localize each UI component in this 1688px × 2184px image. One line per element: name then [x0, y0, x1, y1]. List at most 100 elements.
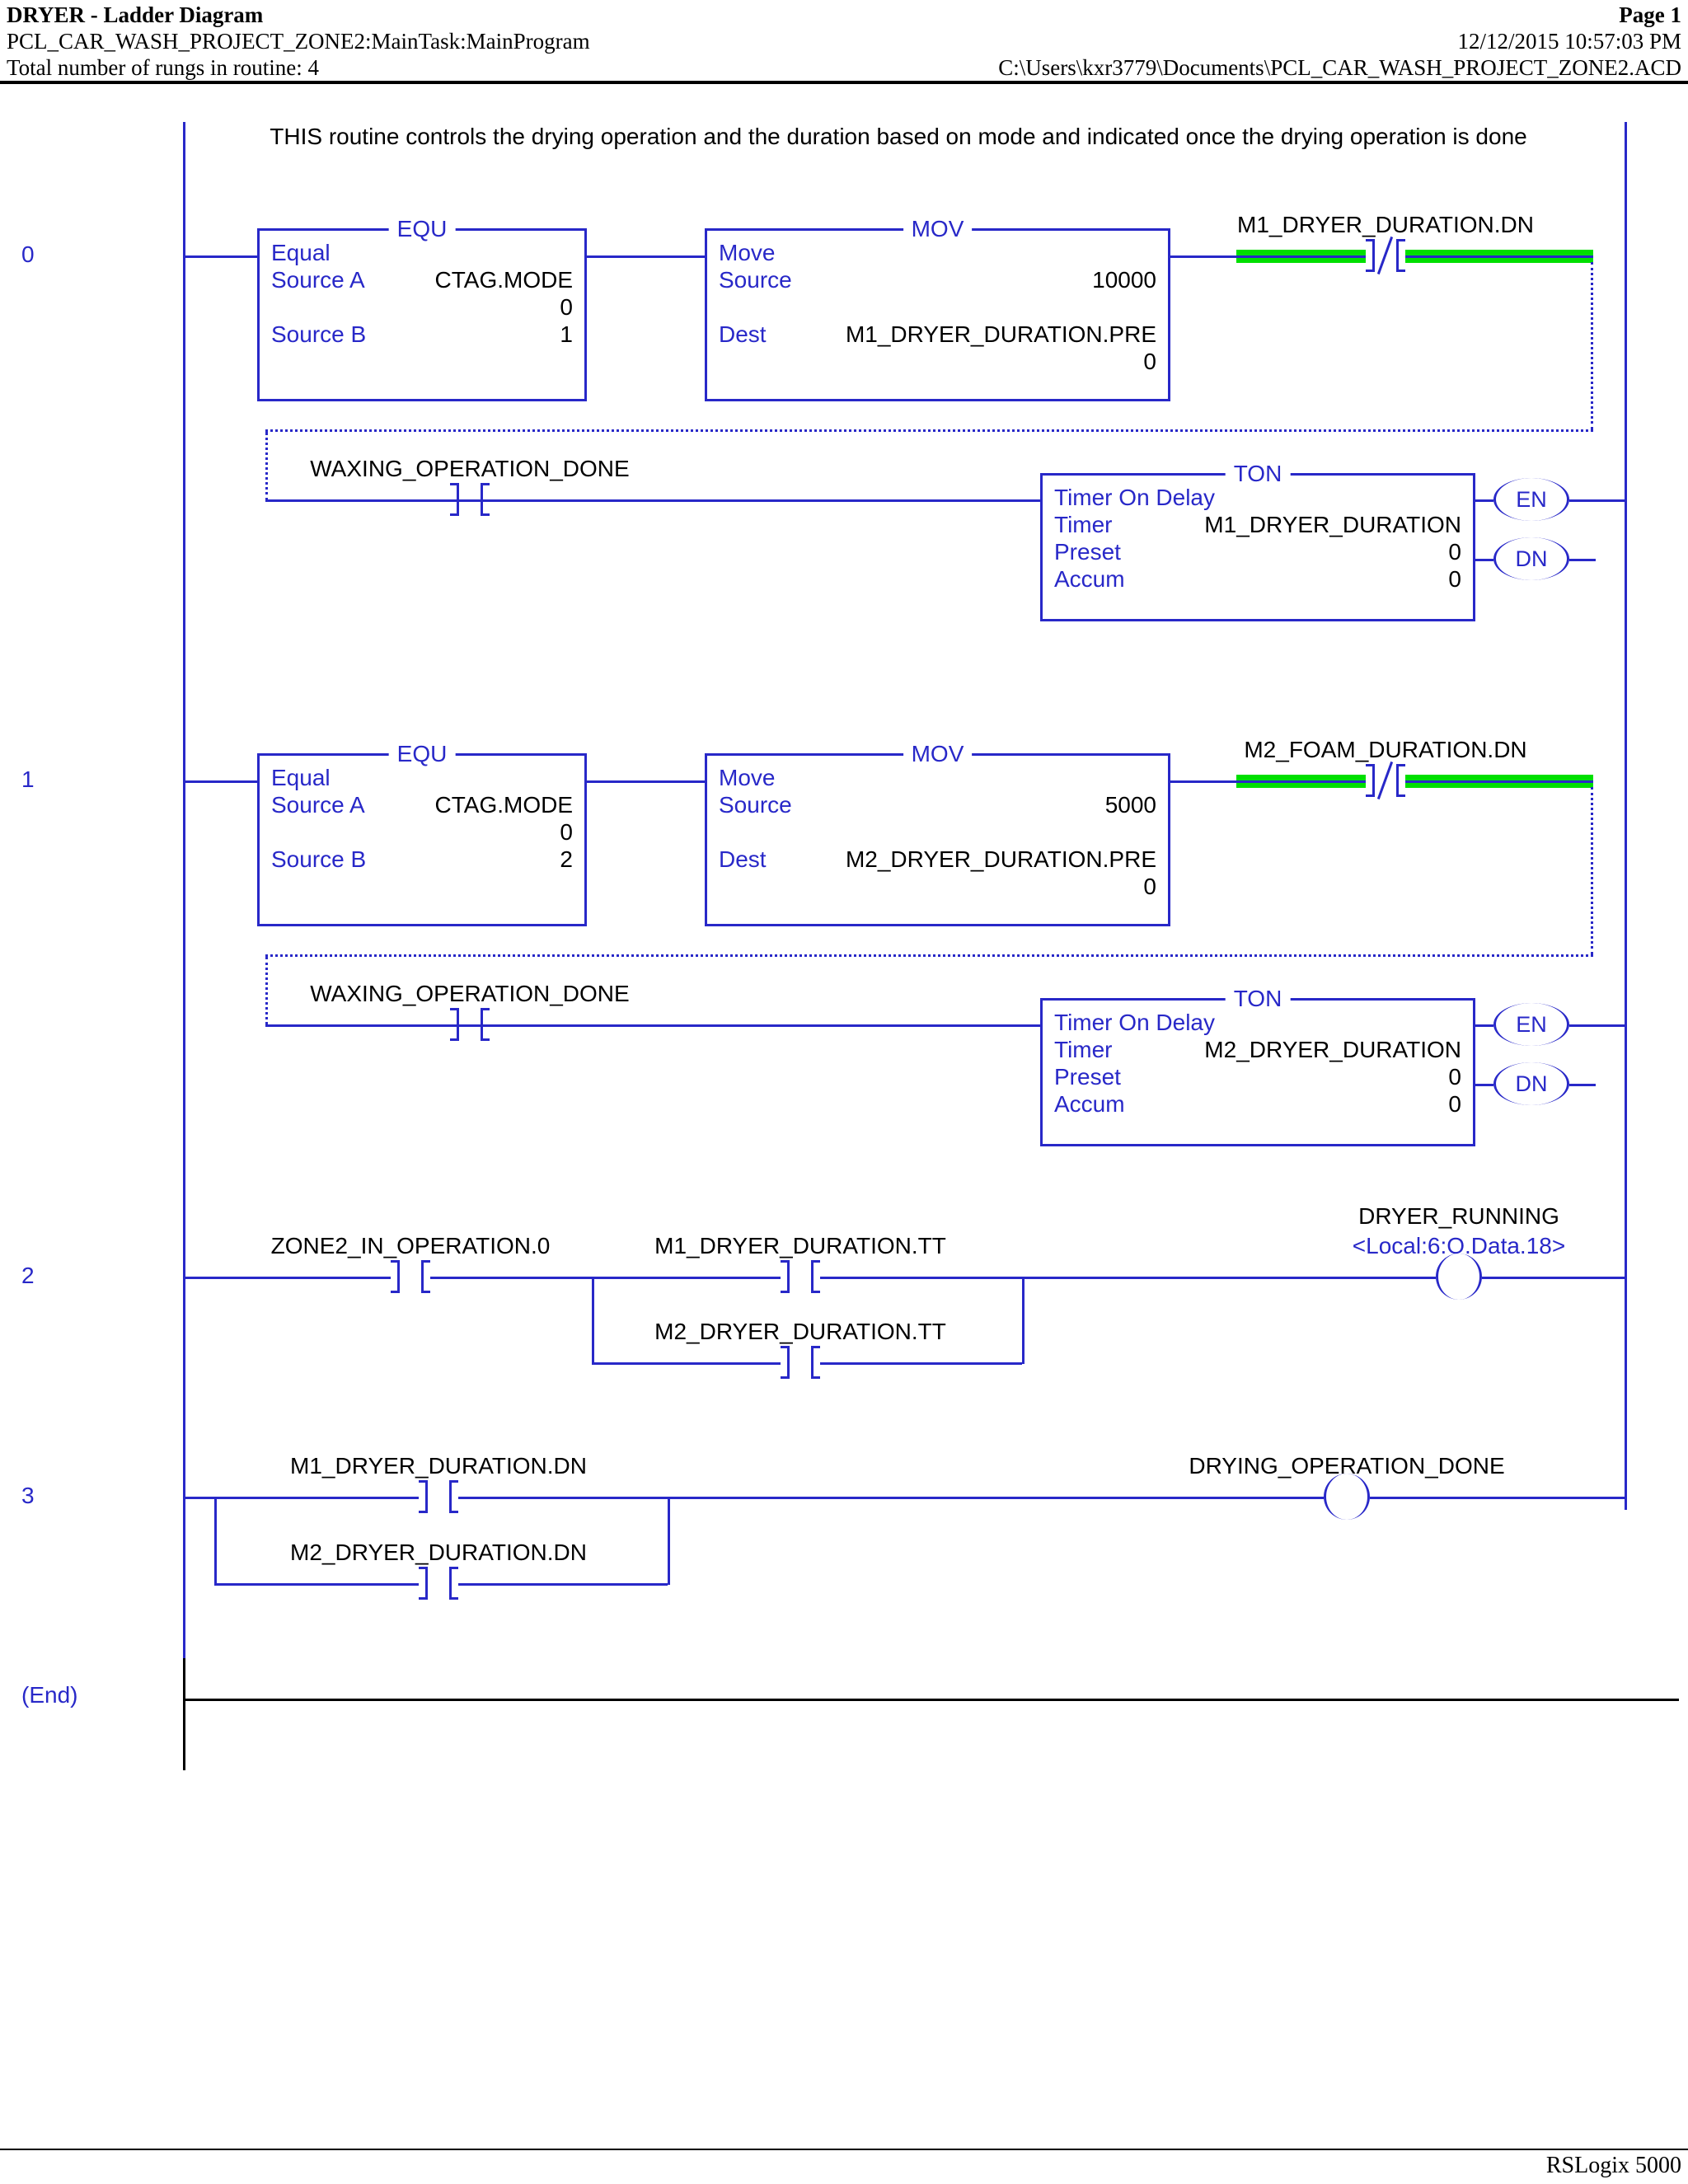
instruction-row: 0	[271, 818, 573, 846]
contact-leg-icon	[481, 1008, 490, 1041]
operand-label: Accum	[1054, 1091, 1125, 1117]
wire	[265, 499, 1040, 502]
contact-leg-icon	[481, 483, 490, 516]
operand-label: Preset	[1054, 539, 1121, 565]
branch-wire	[592, 1362, 781, 1365]
wire	[1405, 255, 1593, 258]
instruction-row: Move	[719, 764, 1156, 791]
contact-leg-icon	[781, 1260, 790, 1293]
wire	[1569, 1084, 1596, 1086]
operand-label: Dest	[719, 846, 767, 872]
operand-value: 0	[560, 294, 573, 320]
wrap-dotted-wire	[265, 429, 1593, 432]
operand-value: 0	[1143, 874, 1156, 899]
instruction-row: Equal	[271, 239, 573, 266]
wire	[458, 1497, 1324, 1499]
end-rung-wire	[183, 1699, 1679, 1701]
operand-label: Source	[719, 792, 792, 818]
wire	[1236, 780, 1366, 783]
contact-slash-icon	[1376, 236, 1394, 275]
page-number: Page 1	[1619, 2, 1681, 27]
header-row-1: DRYER - Ladder Diagram Page 1	[7, 2, 1681, 28]
operand-value: 2	[560, 846, 573, 872]
op-name: Move	[719, 240, 776, 265]
block-mnemonic: MOV	[903, 742, 973, 766]
operand-value: 1	[560, 321, 573, 347]
contact-leg-icon	[421, 1260, 430, 1293]
wrap-dotted-wire	[1591, 787, 1593, 954]
instruction-row: Accum 0	[1054, 1090, 1461, 1118]
program-path: PCL_CAR_WASH_PROJECT_ZONE2:MainTask:Main…	[7, 29, 590, 54]
operand-tag: M2_DRYER_DURATION	[1204, 1037, 1461, 1062]
file-path: C:\Users\kxr3779\Documents\PCL_CAR_WASH_…	[998, 55, 1681, 80]
instruction-row	[719, 818, 1156, 846]
instruction-row: 0	[719, 348, 1156, 375]
wrap-dotted-wire	[265, 954, 1593, 957]
op-name: Move	[719, 765, 776, 790]
tag-label: M2_DRYER_DURATION.DN	[290, 1540, 587, 1565]
wire	[265, 1024, 1040, 1027]
wire	[1475, 1024, 1493, 1027]
operand-label: Source A	[271, 267, 365, 293]
operand-label: Accum	[1054, 566, 1125, 592]
wire	[183, 1277, 391, 1279]
en-coil: EN	[1493, 478, 1569, 521]
operand-tag: M1_DRYER_DURATION.PRE	[845, 321, 1156, 347]
operand-value: 10000	[1092, 267, 1156, 293]
xic-contact	[450, 1008, 490, 1041]
wire	[587, 780, 705, 783]
operand-value: 0	[1448, 1091, 1461, 1117]
instruction-row	[719, 293, 1156, 321]
operand-label: Timer	[1054, 1037, 1113, 1062]
tag-label: M1_DRYER_DURATION.DN	[290, 1453, 587, 1479]
wrap-dotted-wire	[265, 957, 268, 1024]
left-power-rail	[183, 122, 185, 1658]
wire	[183, 1497, 419, 1499]
instruction-row: Timer M2_DRYER_DURATION	[1054, 1036, 1461, 1063]
header-rule	[0, 81, 1688, 84]
rung-number-0: 0	[21, 241, 35, 267]
report-title: DRYER - Ladder Diagram	[7, 2, 264, 27]
op-name: Timer On Delay	[1054, 1010, 1216, 1035]
rung-count: Total number of rungs in routine: 4	[7, 55, 320, 80]
op-name: Equal	[271, 240, 331, 265]
branch-wire	[214, 1497, 217, 1585]
tag-label: WAXING_OPERATION_DONE	[310, 456, 630, 481]
dn-coil: DN	[1493, 1062, 1569, 1105]
operand-label: Dest	[719, 321, 767, 347]
contact-leg-icon	[781, 1346, 790, 1379]
wire	[1569, 499, 1625, 502]
operand-tag: CTAG.MODE	[434, 267, 573, 293]
contact-leg-icon	[1396, 239, 1405, 272]
tag-label: M2_FOAM_DURATION.DN	[1244, 737, 1527, 762]
tag-label: M2_DRYER_DURATION.TT	[654, 1319, 946, 1344]
operand-label: Timer	[1054, 512, 1113, 537]
dn-coil: DN	[1493, 537, 1569, 580]
branch-wire	[820, 1362, 1022, 1365]
wire	[1475, 559, 1493, 561]
contact-leg-icon	[1366, 764, 1375, 797]
contact-leg-icon	[419, 1480, 428, 1513]
contact-leg-icon	[449, 1567, 458, 1600]
contact-leg-icon	[391, 1260, 400, 1293]
contact-leg-icon	[449, 1480, 458, 1513]
xic-contact	[391, 1260, 430, 1293]
contact-leg-icon	[450, 483, 459, 516]
block-mnemonic: EQU	[388, 742, 456, 766]
xic-contact	[419, 1480, 458, 1513]
instruction-row: Source A CTAG.MODE	[271, 266, 573, 293]
instruction-row: 0	[271, 293, 573, 321]
operand-tag: CTAG.MODE	[434, 792, 573, 818]
instruction-row: Dest M1_DRYER_DURATION.PRE	[719, 321, 1156, 348]
wire	[1370, 1497, 1625, 1499]
block-mnemonic: EQU	[388, 217, 456, 241]
wrap-dotted-wire	[265, 432, 268, 501]
